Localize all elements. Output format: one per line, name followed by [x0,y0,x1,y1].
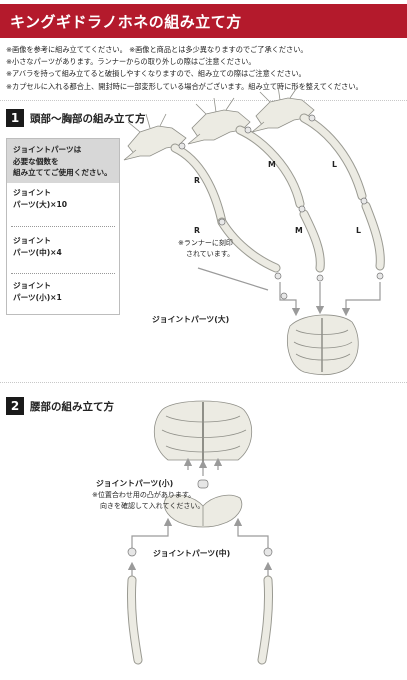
neck-r-icon [170,143,281,273]
notes-block: ※画像を参考に組み立ててください。 ※画像と商品とは多少異なりますのでご了承くだ… [6,44,404,93]
joint-large-label: ジョイントパーツ(大) [152,315,230,324]
skull-l-icon [251,85,315,133]
joint-item-label: ジョイント [13,236,51,245]
note-line: ※小さなパーツがあります。ランナーからの取り外しの際はご注意ください。 [6,57,256,67]
joint-parts-panel: ジョイントパーツは 必要な個数を 組み立ててご使用ください。 ジョイント パーツ… [6,138,120,315]
joint-item-label: ジョイント [13,281,51,290]
tail-left-icon [126,575,143,665]
page-header: キングギドラノホネの組み立て方 [0,4,407,38]
skull-r-icon [123,113,187,161]
joint-item-label: パーツ(中)×4 [13,248,62,257]
note-line: ※カプセルに入れる都合上、開封時に一部変形している場合がございます。組み立て時に… [6,81,363,91]
runner-note-line: ※ランナーに刻印 [178,239,233,247]
label-l-bottom: L [356,226,361,235]
joint-small-note-line: ※位置合わせ用の凸があります。 [92,491,196,499]
label-l-top: L [332,160,337,169]
neck-m-icon [235,125,325,273]
joint-item-label: パーツ(大)×10 [13,200,68,209]
panel-head-line: 必要な個数を [13,156,59,166]
label-r-bottom: R [194,226,201,235]
pelvis-icon [163,494,243,528]
divider [0,100,407,101]
label-m-bottom: M [295,226,303,235]
neck-l-icon [299,113,385,271]
arrow-lines [197,267,381,317]
ribcage-bottom-icon [154,400,252,462]
runner-note: ※ランナーに刻印 されています。 [178,238,234,260]
label-m-top: M [268,160,276,169]
section-2-number: 2 [6,397,24,415]
section-1-heading: 1 頭部～胸部の組み立て方 [0,108,407,130]
panel-head-line: ジョイントパーツは [13,145,82,154]
section-1-title: 頭部～胸部の組み立て方 [30,113,146,125]
joint-large-icon [178,114,384,300]
section-1-number: 1 [6,109,24,127]
skull-m-icon [187,97,251,145]
joint-small-note: ※位置合わせ用の凸があります。 向きを確認して入れてください。 [92,490,204,512]
medium-joint-icon [127,547,273,557]
section-2-heading: 2 腰部の組み立て方 [0,396,407,418]
page-title: キングギドラノホネの組み立て方 [10,13,242,31]
panel-separator [11,226,115,227]
label-r-top: R [194,176,201,185]
joint-medium-label: ジョイントパーツ(中) [150,548,234,559]
note-line: ※画像を参考に組み立ててください。 ※画像と商品とは多少異なりますのでご了承くだ… [6,45,308,54]
ribcage-icon [287,314,359,376]
joint-item-label: ジョイント [13,188,51,197]
joint-panel-header: ジョイントパーツは 必要な個数を 組み立ててご使用ください。 [7,139,119,183]
small-joint-icon [197,479,209,489]
panel-separator [11,273,115,274]
note-line: ※アバラを持って組み立てると破損しやすくなりますので、組み立ての際はご注意くださ… [6,69,306,79]
divider [0,382,407,383]
panel-head-line: 組み立ててご使用ください。 [13,168,112,177]
section-2-title: 腰部の組み立て方 [30,401,114,413]
joint-small-note-line: 向きを確認して入れてください。 [100,502,205,510]
joint-small-label: ジョイントパーツ(小) [96,479,174,488]
joint-item-label: パーツ(小)×1 [13,293,62,302]
runner-note-line: されています。 [186,250,235,258]
tail-right-icon [257,575,274,665]
